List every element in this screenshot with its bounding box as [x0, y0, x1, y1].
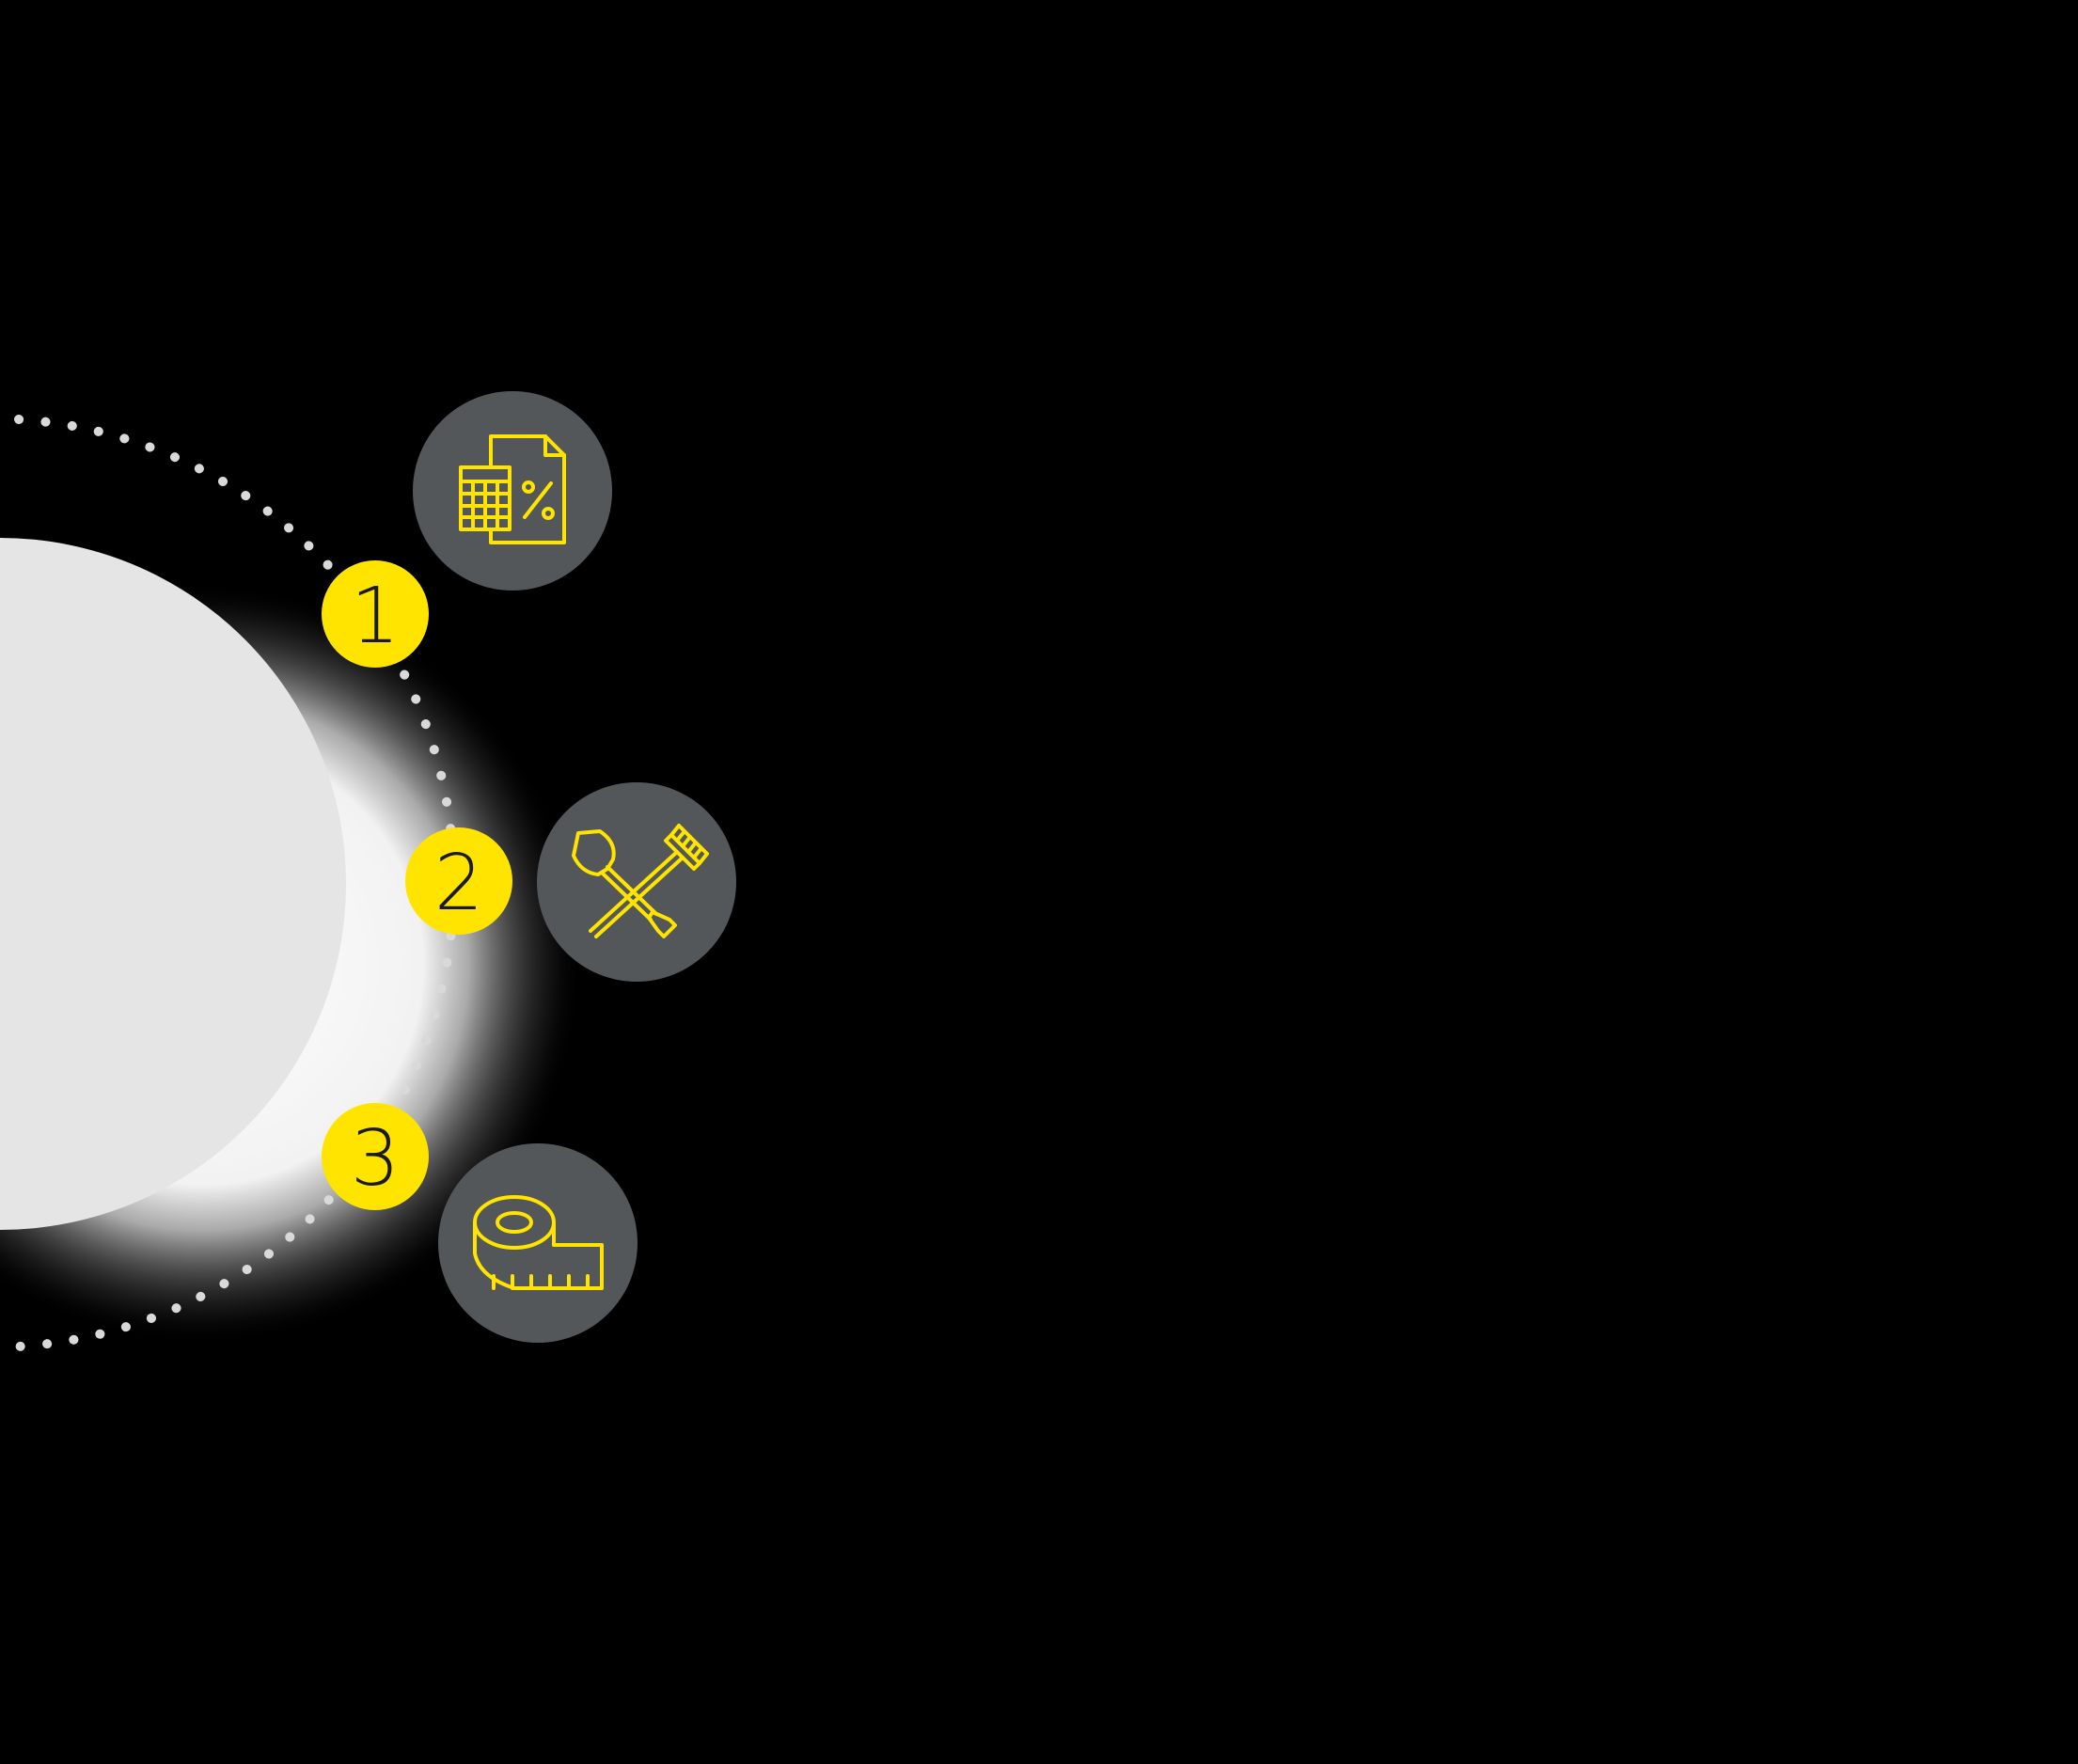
step-number-3: 3	[351, 1114, 400, 1204]
icon-circle-1	[413, 391, 612, 591]
icon-circle-2	[537, 782, 736, 982]
badge-3	[322, 1103, 429, 1210]
step-2: 2	[405, 782, 736, 982]
badge-1	[322, 560, 429, 668]
step-number-2: 2	[434, 839, 483, 928]
step-number-1: 1	[351, 572, 400, 661]
badge-2	[405, 827, 512, 935]
calculator-percent-document-icon	[459, 434, 566, 544]
shovel-rake-icon	[572, 824, 709, 938]
measuring-tape-icon	[473, 1195, 604, 1290]
core-sphere	[0, 538, 346, 1230]
step-1: 1	[322, 391, 612, 668]
step-3: 3	[322, 1103, 638, 1343]
